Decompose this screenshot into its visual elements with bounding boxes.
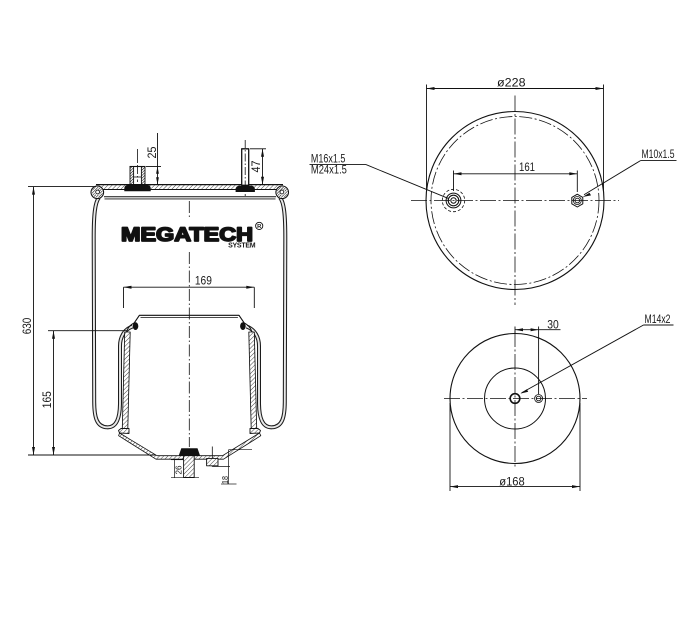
svg-text:630: 630: [22, 318, 34, 335]
svg-text:R: R: [257, 224, 262, 230]
svg-text:M10x1.5: M10x1.5: [642, 149, 675, 161]
svg-text:169: 169: [195, 276, 212, 288]
svg-text:MEGATECH: MEGATECH: [121, 225, 253, 246]
svg-text:26: 26: [175, 465, 184, 475]
svg-text:M16x1.5: M16x1.5: [311, 153, 346, 165]
svg-text:ø168: ø168: [499, 474, 525, 488]
svg-text:165: 165: [42, 391, 54, 408]
svg-text:M14x2: M14x2: [645, 314, 671, 326]
svg-text:SYSTEM: SYSTEM: [228, 243, 256, 250]
svg-text:M24x1.5: M24x1.5: [311, 164, 347, 176]
svg-text:47: 47: [251, 161, 263, 173]
svg-text:30: 30: [547, 319, 559, 331]
svg-text:161: 161: [519, 162, 535, 174]
svg-text:25: 25: [147, 147, 159, 159]
svg-text:ø228: ø228: [497, 76, 526, 90]
svg-text:18: 18: [221, 476, 230, 484]
